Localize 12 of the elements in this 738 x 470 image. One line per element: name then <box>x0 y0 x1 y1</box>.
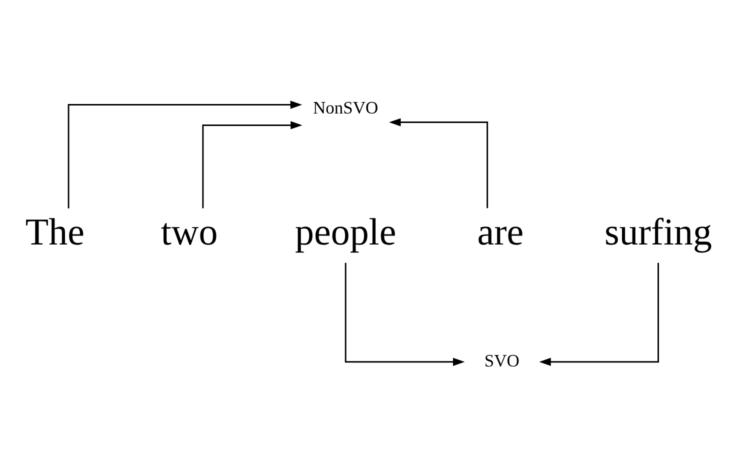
arrow <box>202 120 302 208</box>
arrow <box>539 262 659 366</box>
node-text: NonSVO <box>313 97 378 118</box>
node-text: The <box>25 211 84 254</box>
node-text: SVO <box>484 350 520 370</box>
arrow <box>344 262 465 366</box>
node-text: surfing <box>604 211 712 254</box>
arrow <box>68 100 302 208</box>
node-text: people <box>295 211 396 254</box>
node-text: are <box>477 211 524 254</box>
node-text: two <box>160 211 218 254</box>
arrow <box>389 118 488 208</box>
